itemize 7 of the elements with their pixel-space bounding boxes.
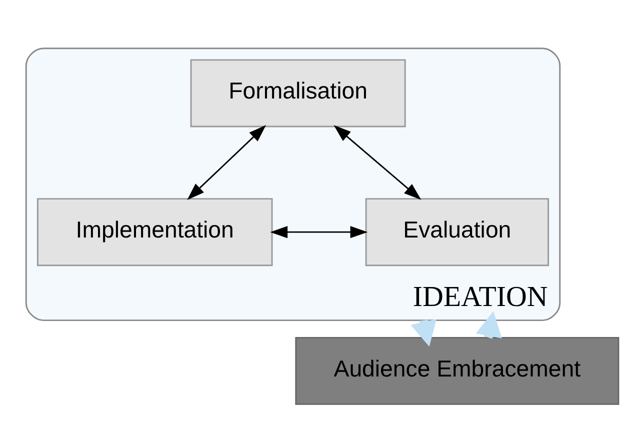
- node-box: Implementation: [36, 198, 273, 266]
- node-box: Evaluation: [365, 198, 550, 266]
- node-box: Formalisation: [190, 58, 406, 127]
- arrow: [187, 124, 266, 200]
- arrow: [334, 124, 422, 200]
- node-box: Audience Embracement: [295, 336, 620, 404]
- arrow: [270, 226, 368, 238]
